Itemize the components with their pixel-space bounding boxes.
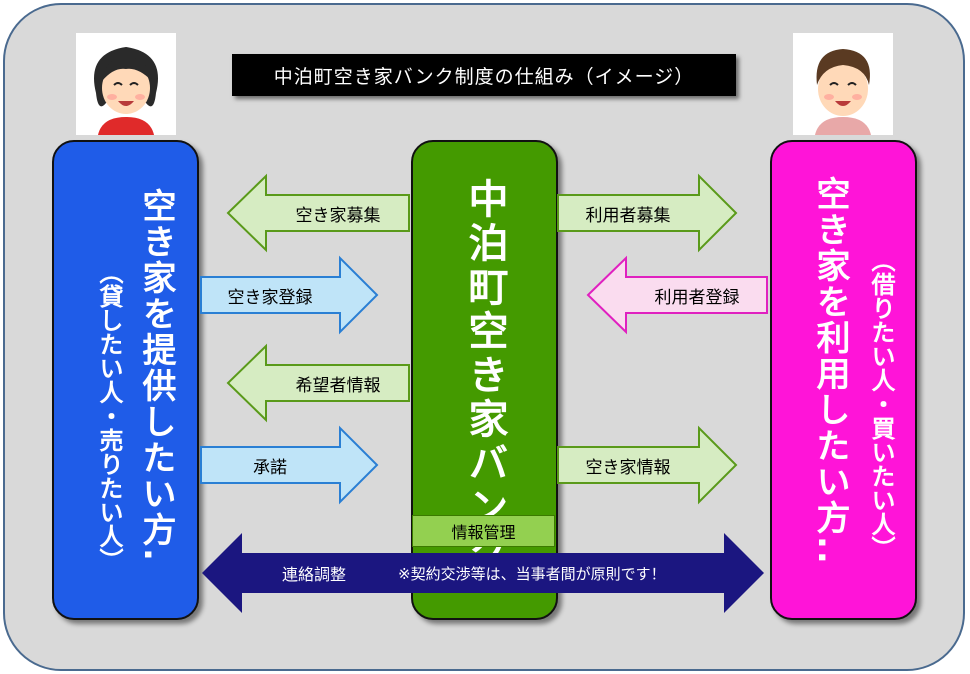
woman-avatar	[76, 33, 176, 135]
arrow-consent: 承諾	[200, 425, 379, 505]
provider-box: 空き家を提供したい方. （貸したい人・売りたい人）	[52, 140, 199, 620]
arrow-user-register: 利用者登録	[586, 255, 768, 335]
arrow-akiya-info: 空き家情報	[557, 425, 738, 505]
arrow-user-recruit-label: 利用者募集	[585, 205, 671, 226]
arrow-akiya-recruit-label: 空き家募集	[295, 205, 381, 226]
user-box: 空き家を利用したい方.. （借りたい人・買いたい人）	[770, 140, 917, 620]
arrow-akiya-info-label: 空き家情報	[585, 457, 671, 478]
info-management-label: 情報管理	[412, 515, 555, 547]
arrow-user-register-label: 利用者登録	[654, 287, 740, 308]
arrow-applicant-info-label: 希望者情報	[295, 375, 381, 396]
provider-subtitle: （貸したい人・売りたい人）	[95, 260, 123, 572]
akiya-bank-title: 中泊町空き家バンク	[461, 178, 508, 574]
arrow-akiya-register-label: 空き家登録	[227, 287, 313, 308]
diagram-title: 中泊町空き家バンク制度の仕組み（イメージ）	[232, 54, 736, 96]
arrow-akiya-recruit: 空き家募集	[226, 173, 410, 253]
user-subtitle: （借りたい人・買いたい人）	[867, 248, 895, 560]
arrow-akiya-register: 空き家登録	[200, 255, 379, 335]
coordination-note: ※契約交渉等は、当事者間が原則です！	[398, 564, 666, 583]
coordination-arrow: 連絡調整 ※契約交渉等は、当事者間が原則です！	[202, 533, 764, 613]
man-avatar	[793, 33, 893, 135]
coordination-label: 連絡調整	[282, 565, 347, 584]
provider-title: 空き家を提供したい方.	[136, 188, 176, 563]
user-title: 空き家を利用したい方..	[810, 176, 850, 566]
arrow-consent-label: 承諾	[253, 457, 287, 478]
arrow-applicant-info: 希望者情報	[226, 343, 410, 423]
arrow-user-recruit: 利用者募集	[557, 173, 738, 253]
